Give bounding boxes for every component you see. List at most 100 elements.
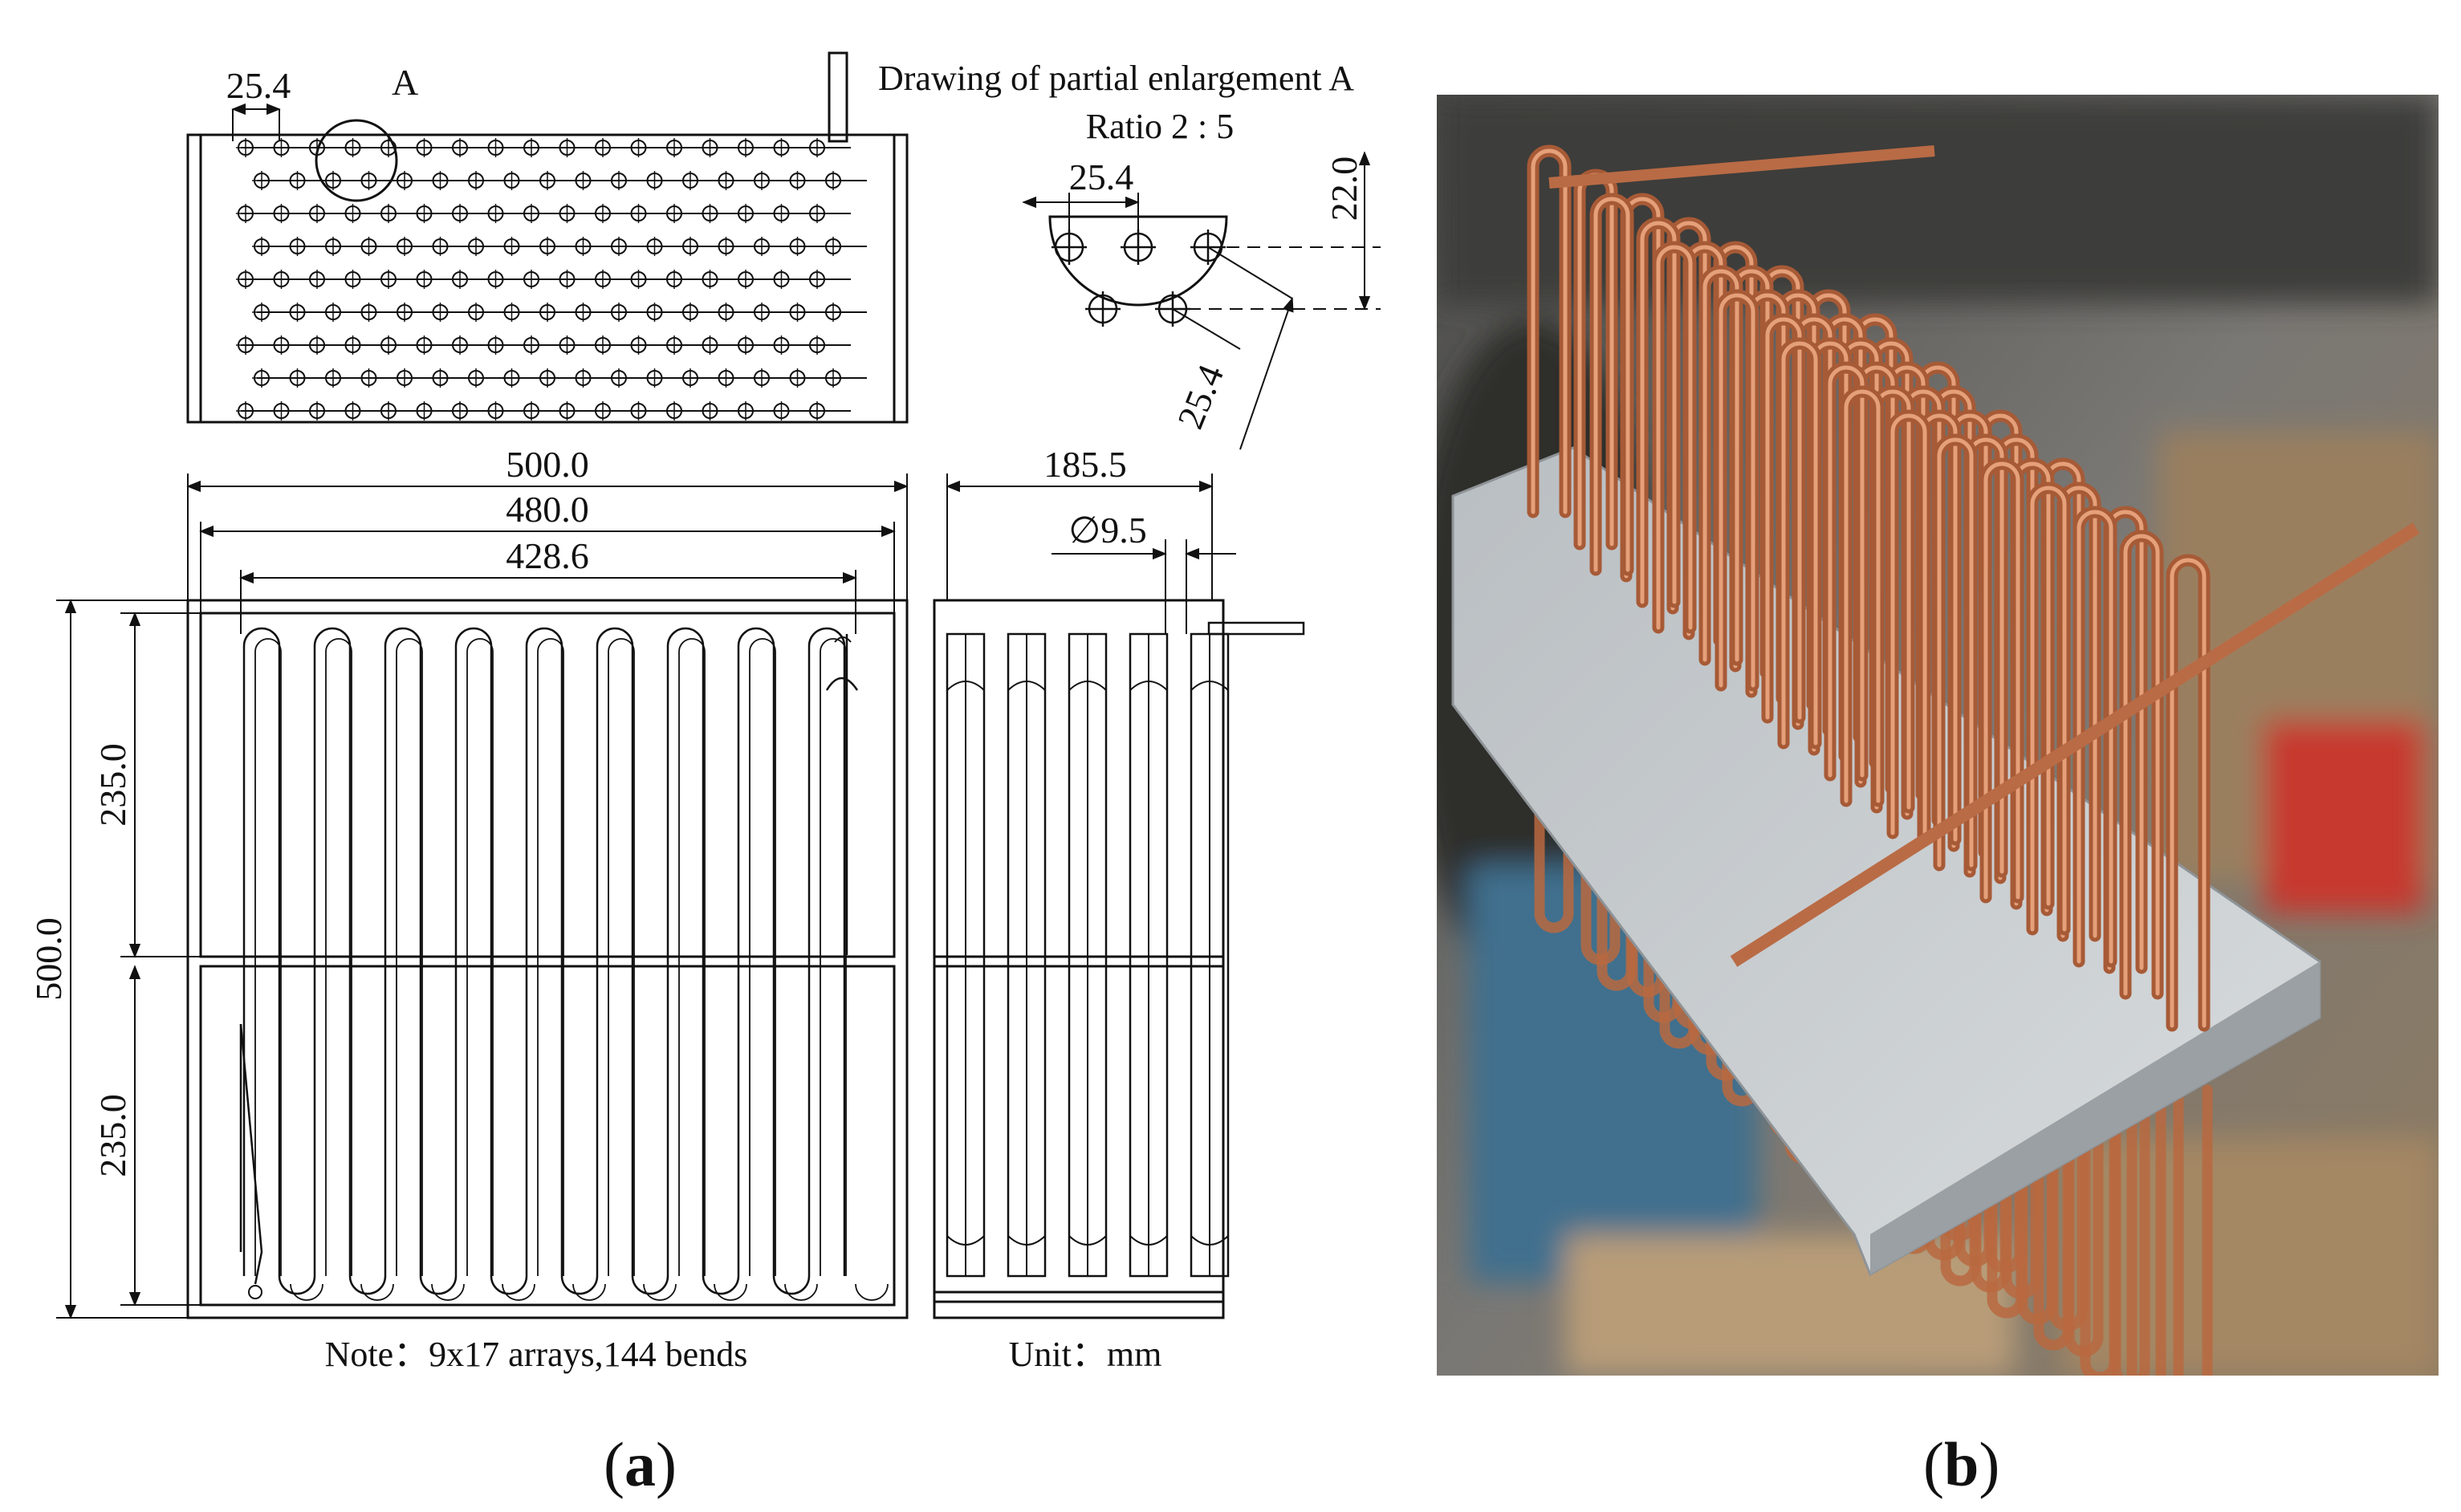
- u-tube-array: [242, 627, 889, 1301]
- lower-bend-inner: [290, 1283, 323, 1301]
- top-pitch-label: 25.4: [226, 65, 291, 106]
- column-bend-bottom: [1129, 1235, 1168, 1246]
- copper-u-tube-highlight: [1828, 365, 1865, 778]
- unit-label: Unit：mm: [1009, 1335, 1162, 1374]
- copper-u-tube-highlight: [1593, 197, 1630, 572]
- u-tube: [384, 627, 422, 1276]
- u-tube-inner: [537, 638, 564, 1276]
- copper-u-tube-highlight: [1719, 293, 1755, 688]
- height-total-label: 500.0: [28, 917, 69, 1001]
- lower-bend-inner: [572, 1283, 606, 1301]
- u-tube-inner: [820, 638, 847, 1276]
- detail-ratio: Ratio 2 : 5: [1086, 107, 1235, 146]
- column-bend-top: [1068, 681, 1107, 691]
- u-tube-inner: [325, 638, 352, 1276]
- copper-u-tube-highlight: [1656, 245, 1693, 630]
- u-tube: [807, 627, 846, 1276]
- lower-bend-inner: [714, 1283, 747, 1301]
- copper-u-tube-highlight: [2123, 534, 2160, 996]
- copper-u-tube-highlight: [1844, 389, 1881, 803]
- copper-lower-tube: [1659, 686, 1699, 1049]
- column-bend-top: [1007, 681, 1046, 691]
- enlargement-circle: [315, 119, 398, 202]
- copper-u-tube-highlight: [1640, 221, 1677, 604]
- u-tube-inner: [749, 638, 776, 1276]
- height-upper-label: 235.0: [92, 743, 133, 827]
- u-tube-inner: [396, 638, 423, 1276]
- u-tube: [313, 627, 352, 1276]
- u-tube: [242, 627, 281, 1276]
- copper-lower-tube: [2033, 988, 2073, 1351]
- copper-u-tube-highlight: [1781, 341, 1818, 746]
- copper-u-tube-highlight: [2170, 558, 2207, 1028]
- copper-lower-tube: [2080, 1020, 2120, 1376]
- u-tube: [454, 627, 493, 1276]
- enlargement-marker: A: [392, 62, 418, 103]
- side-dimensions: [946, 474, 1236, 634]
- copper-u-tube-highlight: [1702, 269, 1739, 662]
- copper-lower-tube: [1987, 956, 2027, 1319]
- lower-bend: [490, 1275, 528, 1295]
- side-view: [933, 599, 1305, 1319]
- width-outer-label: 500.0: [506, 444, 589, 485]
- lower-bend-inner: [643, 1283, 677, 1301]
- copper-top-pipe: [1548, 145, 1935, 189]
- lower-bend: [560, 1275, 599, 1295]
- copper-lower-tube: [1940, 924, 1980, 1286]
- copper-lower-tube: [1597, 628, 1637, 991]
- height-lower-label: 235.0: [92, 1094, 133, 1177]
- copper-u-tube-highlight: [2077, 510, 2113, 964]
- panel-b-caption: (b): [1923, 1429, 2000, 1499]
- side-tube-columns: [946, 632, 1230, 1278]
- copper-u-tube-highlight: [1937, 437, 1974, 868]
- column-bend-bottom: [1007, 1235, 1046, 1246]
- detail-pitch-diagonal: 25.4: [1169, 359, 1231, 434]
- copper-header-pipe: [1730, 522, 2420, 967]
- copper-lower-tube: [1534, 571, 1574, 933]
- copper-u-tube-highlight: [1765, 317, 1802, 720]
- width-tubes-label: 428.6: [506, 535, 589, 576]
- panel-a-caption: (a): [604, 1429, 677, 1499]
- copper-coil-photo: [1437, 95, 2439, 1376]
- column-bend-bottom: [946, 1235, 985, 1246]
- tube-rows: [236, 138, 867, 421]
- side-depth-label: 185.5: [1043, 444, 1127, 485]
- lower-bend-inner: [855, 1283, 889, 1301]
- column-bend-top: [1129, 681, 1168, 691]
- copper-u-tube-highlight: [1983, 461, 2020, 900]
- u-tube-inner: [678, 638, 706, 1276]
- lower-bend: [348, 1275, 387, 1295]
- lower-bend-inner: [502, 1283, 535, 1301]
- u-tube: [666, 627, 705, 1276]
- copper-u-tube-highlight: [2030, 486, 2067, 932]
- detail-view: [1022, 151, 1381, 450]
- u-tube-inner: [254, 638, 282, 1276]
- upper-tube-bank: [1527, 144, 2420, 1032]
- u-tube-inner: [466, 638, 494, 1276]
- u-tube: [737, 627, 775, 1276]
- tube-diameter-label: ∅9.5: [1068, 510, 1147, 551]
- u-tube-inner: [608, 638, 635, 1276]
- lower-bend: [278, 1275, 316, 1295]
- note-label: Note：9x17 arrays,144 bends: [325, 1335, 748, 1374]
- width-inner-label: 480.0: [506, 489, 589, 530]
- photo-illustration: [1437, 95, 2439, 1376]
- lower-bend-inner: [360, 1283, 394, 1301]
- copper-u-tube-highlight: [1531, 148, 1568, 514]
- column-bend-top: [1190, 681, 1229, 691]
- column-bend-bottom: [1068, 1235, 1107, 1246]
- u-tube: [596, 627, 634, 1276]
- lower-bend-inner: [784, 1283, 818, 1301]
- lower-bend-inner: [431, 1283, 465, 1301]
- lower-bend: [772, 1275, 811, 1295]
- front-dimensions: [56, 474, 909, 1319]
- lower-bend: [702, 1275, 740, 1295]
- engineering-drawing: 25.4 A Drawing of partial enlargement A …: [28, 51, 1381, 1374]
- detail-title: Drawing of partial enlargement A: [878, 59, 1354, 98]
- column-bend-top: [946, 681, 985, 691]
- top-view: [186, 51, 909, 424]
- front-view: [186, 599, 909, 1319]
- lower-bend: [631, 1275, 669, 1295]
- lower-bend: [419, 1275, 458, 1295]
- copper-u-tube-highlight: [1890, 413, 1927, 835]
